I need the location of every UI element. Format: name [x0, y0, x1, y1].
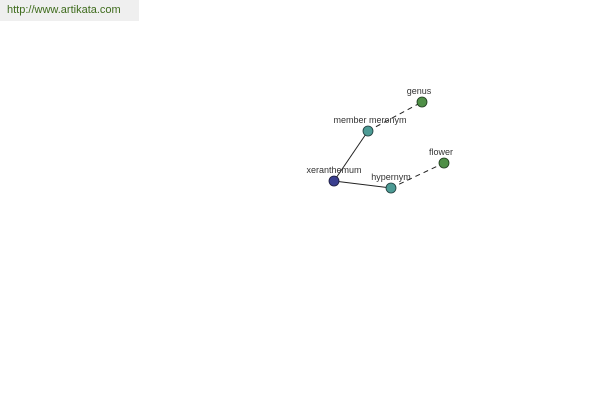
node-member-meronym[interactable]: member meronym — [333, 115, 407, 137]
site-url-link[interactable]: http://www.artikata.com — [0, 0, 139, 21]
node-genus-label: genus — [407, 86, 432, 96]
node-genus-dot[interactable] — [416, 96, 428, 108]
node-xeranthemum-label: xeranthemum — [306, 165, 361, 175]
edge-xeranthemum-member-meronym — [333, 130, 369, 182]
node-hypernym-dot[interactable] — [385, 182, 397, 194]
node-flower[interactable]: flower — [429, 147, 453, 169]
node-member-meronym-dot[interactable] — [362, 125, 374, 137]
node-xeranthemum-dot[interactable] — [328, 175, 340, 187]
node-flower-label: flower — [429, 147, 453, 157]
edge-member-meronym-genus — [367, 101, 423, 132]
edge-hypernym-flower — [390, 162, 445, 189]
node-xeranthemum[interactable]: xeranthemum — [306, 165, 362, 187]
node-member-meronym-label: member meronym — [333, 115, 406, 125]
node-hypernym-label: hypernym — [371, 172, 411, 182]
edge-xeranthemum-hypernym — [333, 180, 392, 189]
node-flower-dot[interactable] — [438, 157, 450, 169]
node-genus[interactable]: genus — [407, 86, 432, 108]
node-hypernym[interactable]: hypernym — [371, 172, 411, 194]
